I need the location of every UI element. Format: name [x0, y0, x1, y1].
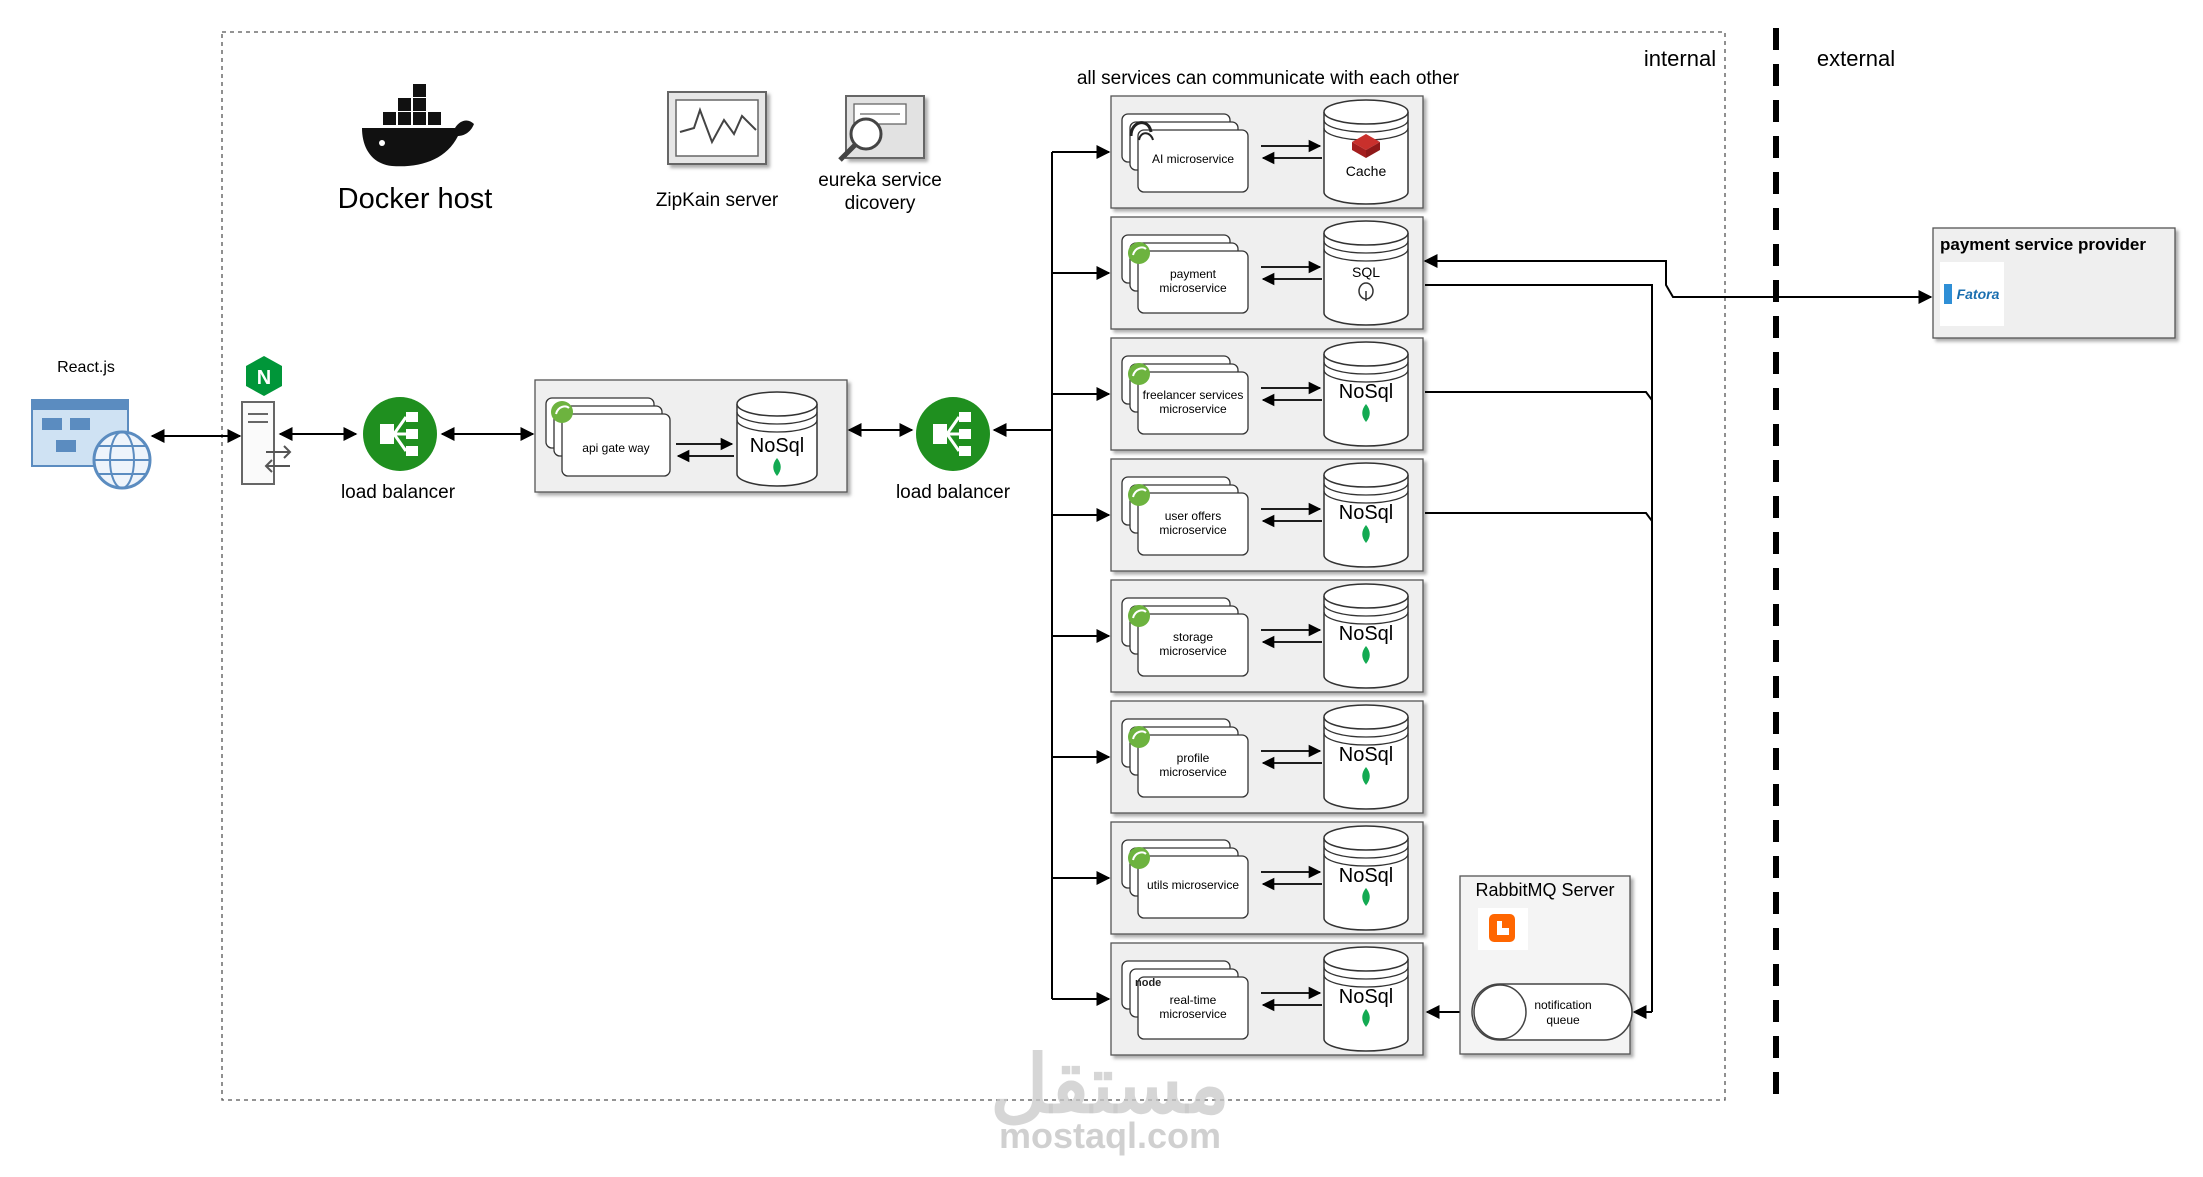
mongodb-icon — [1362, 404, 1370, 422]
db-label: NoSql — [1339, 744, 1393, 766]
web-app-icon — [31, 399, 152, 490]
db-label: NoSql — [1339, 623, 1393, 645]
internal-zone-border — [221, 31, 1726, 1101]
docker-host-label: Docker host — [338, 183, 493, 215]
postgres-icon — [1358, 282, 1374, 301]
mongodb-icon — [1362, 1009, 1370, 1027]
notification-queue: notification queue — [1471, 983, 1633, 1041]
service-db: SQL — [1323, 220, 1409, 326]
service-label: freelancer services — [1143, 388, 1244, 402]
service-db: NoSql — [1323, 462, 1409, 568]
conn-payment-provider — [1423, 254, 1933, 304]
service-label: payment — [1170, 267, 1217, 281]
service-db: NoSql — [1323, 946, 1409, 1052]
service-label: AI microservice — [1152, 152, 1234, 166]
conn-payment-queue — [1425, 284, 1653, 1012]
db-label: NoSql — [1339, 502, 1393, 524]
load-balancer-left-icon — [363, 397, 437, 471]
db-label: NoSql — [1339, 986, 1393, 1008]
service-label-line2: microservice — [1159, 644, 1227, 658]
eureka-icon — [838, 95, 925, 162]
internal-label: internal — [1644, 46, 1716, 71]
queue-label-line2: queue — [1546, 1013, 1580, 1027]
mongodb-icon — [1362, 646, 1370, 664]
service-db: NoSql — [1323, 825, 1409, 931]
rabbitmq-icon — [1478, 908, 1528, 950]
service-label: profile — [1177, 751, 1210, 765]
eureka-label-line2: dicovery — [845, 193, 916, 214]
spring-icon — [1128, 726, 1150, 748]
service-db: NoSql — [1323, 704, 1409, 810]
node-badge: node — [1135, 977, 1161, 989]
mongodb-icon — [1362, 767, 1370, 785]
conn-service-queue — [1425, 391, 1653, 401]
watermark-latin: mostaql.com — [999, 1115, 1221, 1156]
db-label: NoSql — [1339, 865, 1393, 887]
payment-provider-box: payment service provider Fatora — [1932, 227, 2176, 339]
spring-icon — [1128, 847, 1150, 869]
service-label: user offers — [1165, 509, 1221, 523]
watermark-arabic: مستقل — [990, 1040, 1229, 1129]
spring-icon — [1128, 363, 1150, 385]
mongodb-icon — [1362, 888, 1370, 906]
service-row-6: utils microservice NoSql — [1110, 821, 1424, 935]
python-icon — [1129, 121, 1154, 141]
react-label: React.js — [57, 359, 115, 376]
nginx-icon: N — [246, 356, 282, 396]
load-balancer-right-label: load balancer — [896, 482, 1011, 503]
gateway-db-label: NoSql — [750, 435, 804, 457]
service-db: Cache — [1323, 99, 1409, 205]
rabbitmq-title: RabbitMQ Server — [1475, 880, 1614, 900]
service-label-line2: microservice — [1159, 765, 1227, 779]
spring-icon — [1128, 605, 1150, 627]
nginx-badge: N — [257, 367, 271, 389]
eureka-label-line1: eureka service — [818, 170, 942, 191]
db-label: Cache — [1346, 163, 1387, 179]
service-label-line2: microservice — [1159, 402, 1227, 416]
service-label: storage — [1173, 630, 1213, 644]
gateway-db: NoSql — [736, 391, 818, 487]
redis-icon — [1352, 134, 1380, 158]
zipkin-icon — [667, 91, 767, 165]
mongodb-icon — [1362, 525, 1370, 543]
spring-icon — [1128, 242, 1150, 264]
service-label-line2: microservice — [1159, 281, 1227, 295]
rabbitmq-box: RabbitMQ Server notification queue — [1459, 875, 1633, 1055]
queue-label-line1: notification — [1534, 998, 1591, 1012]
load-balancer-left-label: load balancer — [341, 482, 456, 503]
service-label-line2: microservice — [1159, 1007, 1227, 1021]
service-db: NoSql — [1323, 583, 1409, 689]
server-icon — [241, 401, 292, 485]
service-label: real-time — [1170, 993, 1217, 1007]
load-balancer-right-icon — [916, 397, 990, 471]
spring-icon — [1128, 484, 1150, 506]
payment-provider-title: payment service provider — [1940, 235, 2146, 254]
db-label: NoSql — [1339, 381, 1393, 403]
services-layer: AI microserviceCachepaymentmicroserviceS… — [1044, 95, 1933, 1056]
service-db: NoSql — [1323, 341, 1409, 447]
external-label: external — [1817, 46, 1895, 71]
zipkin-label: ZipKain server — [656, 190, 779, 211]
conn-service-queue — [1425, 512, 1653, 522]
services-note: all services can communicate with each o… — [1077, 68, 1460, 89]
docker-icon — [362, 84, 474, 167]
api-gateway-box: api gate way NoSql — [534, 379, 848, 493]
service-label-line2: microservice — [1159, 523, 1227, 537]
service-label: utils microservice — [1147, 878, 1239, 892]
fatora-logo: Fatora — [1957, 286, 2000, 302]
node-icon: node — [1135, 977, 1161, 989]
db-label: SQL — [1352, 264, 1380, 280]
api-gateway-label: api gate way — [582, 441, 649, 455]
